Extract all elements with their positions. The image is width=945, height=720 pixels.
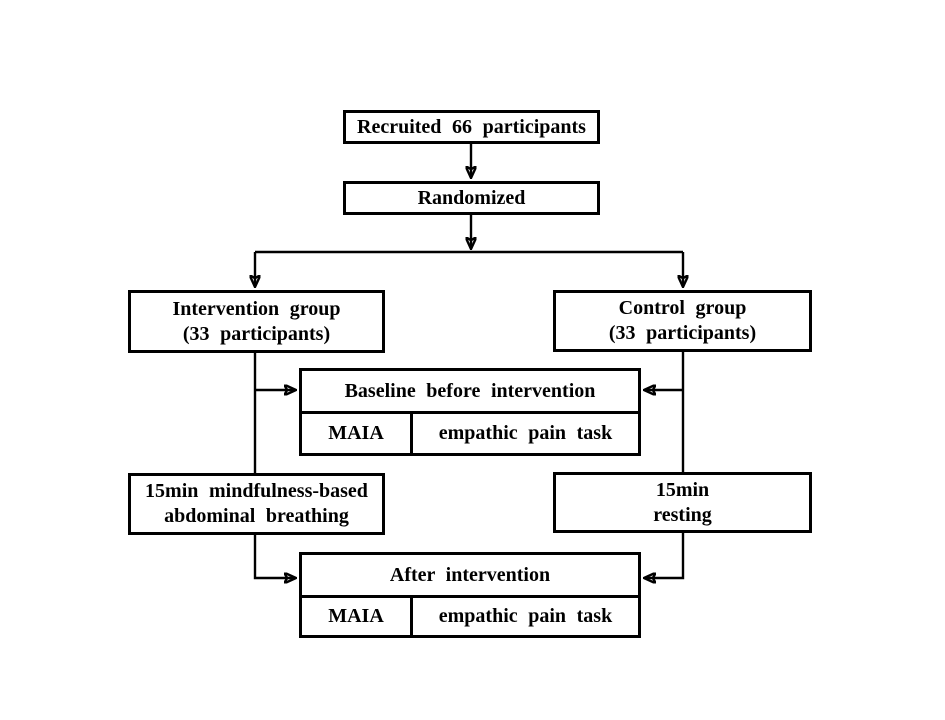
node-resting-label-line2: resting <box>653 503 712 526</box>
arrow-resting-to-after <box>644 533 685 578</box>
node-after-title: After intervention <box>389 563 551 586</box>
node-baseline-maia-cell: MAIA <box>302 414 413 453</box>
node-after-task-label: empathic pain task <box>438 605 613 627</box>
node-resting-label-line1: 15min <box>655 478 710 501</box>
node-after-task-cell: empathic pain task <box>413 598 638 635</box>
node-after-title-row: After intervention <box>302 555 638 598</box>
node-recruited: Recruited 66 participants <box>343 110 600 144</box>
node-randomized-label: Randomized <box>417 186 526 209</box>
node-recruited-label: Recruited 66 participants <box>357 115 586 138</box>
node-baseline-measures-row: MAIA empathic pain task <box>302 414 638 453</box>
node-control-group-label-line2: (33 participants) <box>608 322 757 344</box>
node-randomized: Randomized <box>343 181 600 215</box>
node-after-measures-row: MAIA empathic pain task <box>302 598 638 635</box>
node-baseline-task-label: empathic pain task <box>438 422 613 444</box>
node-intervention-group-label-line2: (33 participants) <box>182 322 331 345</box>
node-after-maia-label: MAIA <box>328 605 384 627</box>
node-baseline-title: Baseline before intervention <box>344 379 596 402</box>
node-resting: 15min resting <box>553 472 812 533</box>
node-mindfulness-label-line2: abdominal breathing <box>164 505 349 527</box>
node-control-group: Control group (33 participants) <box>553 290 812 352</box>
node-mindfulness-label-line1: 15min mindfulness-based <box>145 480 368 502</box>
node-mindfulness: 15min mindfulness-based abdominal breath… <box>128 473 385 535</box>
node-baseline-task-cell: empathic pain task <box>413 414 638 453</box>
node-baseline: Baseline before intervention MAIA empath… <box>299 368 641 456</box>
node-baseline-title-row: Baseline before intervention <box>302 371 638 414</box>
arrow-mindfulness-to-after <box>253 535 296 578</box>
node-intervention-group-label-line1: Intervention group <box>172 297 341 320</box>
node-after-maia-cell: MAIA <box>302 598 413 635</box>
node-after: After intervention MAIA empathic pain ta… <box>299 552 641 638</box>
node-control-group-label-line1: Control group <box>618 297 747 319</box>
node-baseline-maia-label: MAIA <box>328 422 384 444</box>
node-intervention-group: Intervention group (33 participants) <box>128 290 385 353</box>
